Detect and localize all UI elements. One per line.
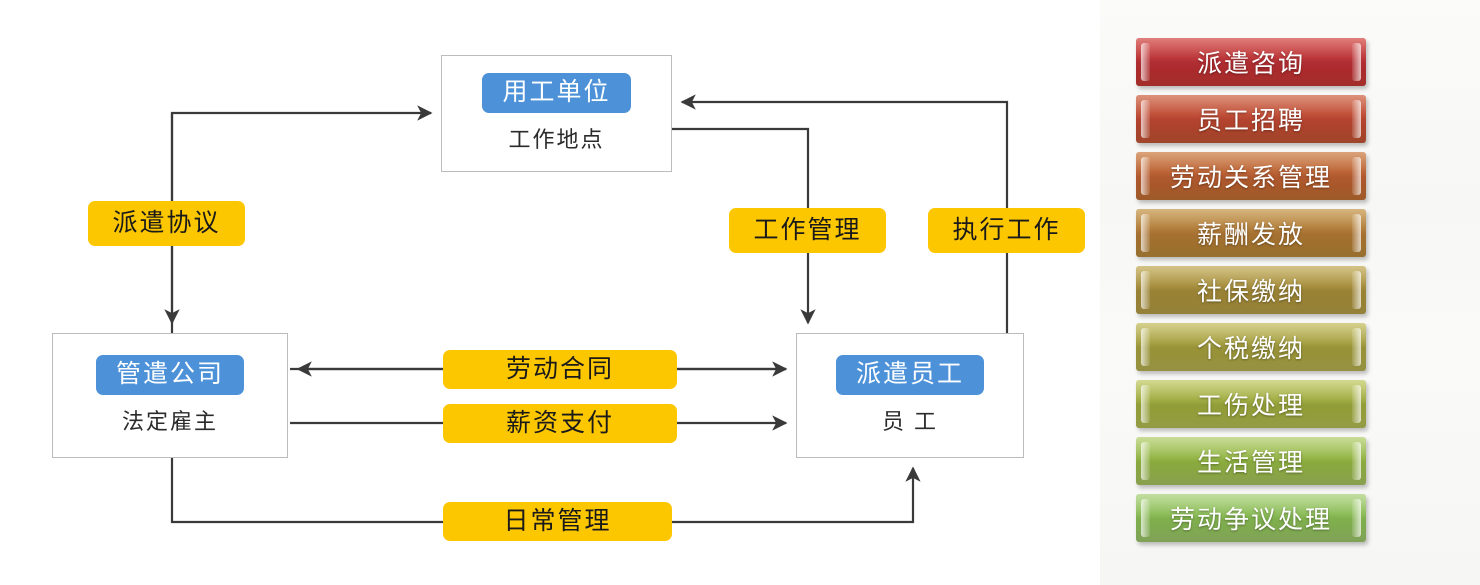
entity-box-employer[interactable]: 用工单位 工作地点 [441,55,672,172]
service-button-label: 员工招聘 [1196,108,1305,135]
connector-execute-work [680,94,1009,333]
service-button-label: 工伤处理 [1196,393,1305,420]
relation-label-work-management: 工作管理 [729,208,886,253]
relation-label-labor-contract: 劳动合同 [443,350,677,389]
relation-label-salary-payment: 薪资支付 [443,404,677,443]
service-button-6[interactable]: 个税缴纳 [1136,323,1366,371]
entity-box-employee[interactable]: 派遣员工 员 工 [796,333,1024,458]
service-button-8[interactable]: 生活管理 [1136,437,1366,485]
relation-label-dispatch-agreement: 派遣协议 [88,201,245,246]
service-button-5[interactable]: 社保缴纳 [1136,266,1366,314]
service-button-sheen [1136,437,1366,485]
service-button-sheen [1136,494,1366,542]
service-button-sheen [1136,323,1366,371]
service-button-sheen [1136,152,1366,200]
service-button-sheen [1136,209,1366,257]
service-button-label: 派遣咨询 [1196,51,1305,78]
entity-subtitle-employee: 员 工 [881,409,939,435]
service-button-sheen [1136,95,1366,143]
relation-label-execute-work: 执行工作 [928,208,1085,253]
service-button-sheen [1136,38,1366,86]
service-button-9[interactable]: 劳动争议处理 [1136,494,1366,542]
service-button-sheen [1136,266,1366,314]
entity-subtitle-agency: 法定雇主 [121,409,218,435]
service-button-label: 社保缴纳 [1196,279,1305,306]
entity-box-agency[interactable]: 管遣公司 法定雇主 [52,333,288,458]
service-button-7[interactable]: 工伤处理 [1136,380,1366,428]
connector-work-management [672,127,816,325]
service-button-label: 生活管理 [1196,450,1305,477]
service-button-1[interactable]: 派遣咨询 [1136,38,1366,86]
service-button-list: 派遣咨询员工招聘劳动关系管理薪酬发放社保缴纳个税缴纳工伤处理生活管理劳动争议处理 [1136,38,1366,551]
relation-label-daily-management: 日常管理 [443,502,672,541]
service-button-4[interactable]: 薪酬发放 [1136,209,1366,257]
service-button-3[interactable]: 劳动关系管理 [1136,152,1366,200]
service-button-sheen [1136,380,1366,428]
service-button-label: 劳动关系管理 [1169,165,1332,192]
service-button-label: 劳动争议处理 [1169,507,1332,534]
service-button-label: 薪酬发放 [1196,222,1305,249]
entity-badge-agency: 管遣公司 [95,354,244,396]
service-button-2[interactable]: 员工招聘 [1136,95,1366,143]
entity-subtitle-employer: 工作地点 [508,127,605,153]
service-button-label: 个税缴纳 [1196,336,1305,363]
entity-badge-employee: 派遣员工 [835,354,984,396]
entity-badge-employer: 用工单位 [482,72,631,114]
